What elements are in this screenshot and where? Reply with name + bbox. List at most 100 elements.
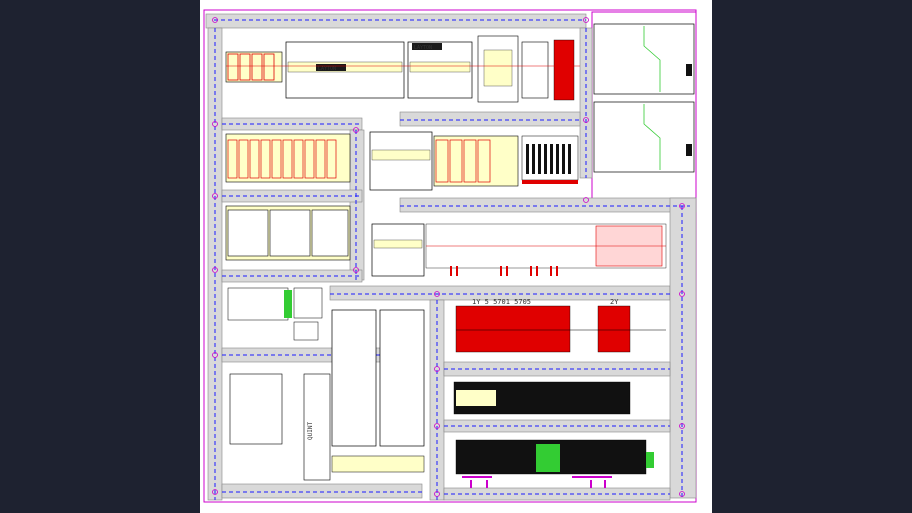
- circuit-breaker-icon: [227, 139, 238, 179]
- circuit-breaker-icon: [227, 53, 239, 81]
- breaker-group: [225, 133, 351, 183]
- lower-right-devices: 1Y 5 5701 5705 2Y: [453, 298, 666, 488]
- terminal-block-red: [455, 305, 571, 353]
- wire-duct-top: [205, 13, 587, 29]
- terminal-marker: [604, 480, 606, 488]
- circuit-breaker-icon: [477, 139, 491, 183]
- terminal-heading: 1Y 5 5701 5705: [472, 298, 531, 306]
- circuit-breaker-icon: [463, 139, 477, 183]
- circuit-breaker-icon: [326, 139, 337, 179]
- panel-trace: [643, 104, 661, 170]
- terminal-block-icon: [521, 41, 549, 99]
- terminal-block-icon: [532, 144, 535, 174]
- breaker-group: [229, 373, 283, 445]
- terminal-green: [284, 290, 292, 318]
- terminal-block-icon: [568, 144, 571, 174]
- top-row-devices: LAYTON LAYTON: [225, 35, 580, 103]
- din-rails: [214, 19, 690, 500]
- terminal-green: [646, 452, 654, 468]
- mounting-hole: [679, 491, 685, 497]
- circuit-breaker-icon: [263, 53, 275, 81]
- terminal-block-icon: [538, 144, 541, 174]
- cabinet-layout-drawing: LAYTON LAYTON: [203, 9, 697, 503]
- terminal-marker: [530, 266, 532, 276]
- terminal-marker: [556, 266, 558, 276]
- circuit-breaker-icon: [260, 139, 271, 179]
- terminal-block-icon: [562, 144, 565, 174]
- power-supply-icon: [331, 309, 377, 447]
- mounting-hole: [583, 117, 589, 123]
- terminal-marker: [470, 480, 472, 488]
- third-row-devices: [225, 205, 667, 277]
- phoenix-logo-box: [316, 64, 346, 71]
- circuit-breaker-icon: [304, 139, 315, 179]
- mounting-hole: [434, 291, 440, 297]
- terminal-green: [536, 444, 560, 472]
- terminal-block-icon: [227, 287, 289, 321]
- terminal-block-icon: [293, 321, 319, 341]
- terminal-marker: [450, 266, 452, 276]
- second-row-devices: [225, 131, 579, 191]
- phoenix-logo-box: [412, 43, 442, 50]
- cad-sheet: LAYTON LAYTON: [200, 0, 712, 513]
- mounting-hole: [434, 423, 440, 429]
- power-supply-label-bar: [371, 149, 431, 161]
- wire-duct-bottom: [221, 483, 423, 499]
- circuit-breaker-icon: [435, 139, 449, 183]
- contactor: [311, 209, 349, 257]
- mounting-hole: [212, 17, 218, 23]
- circuit-breaker-icon: [249, 139, 260, 179]
- power-supply-icon: [371, 223, 425, 277]
- power-supply-icon: [369, 131, 433, 191]
- mounting-hole: [679, 291, 685, 297]
- terminal-block-red: [553, 39, 575, 101]
- psu-vertical-text: QUINT: [307, 422, 314, 440]
- terminal-marker: [550, 266, 552, 276]
- wire-duct-vertical-right: [669, 197, 697, 499]
- power-supply-icon: [303, 373, 331, 481]
- mounting-hole: [353, 127, 359, 133]
- mounting-holes: [212, 17, 685, 497]
- terminal-block-icon: [544, 144, 547, 174]
- terminal-marker: [500, 266, 502, 276]
- wire-duct-row2-right: [399, 111, 581, 127]
- circuit-breaker-icon: [293, 139, 304, 179]
- circuit-breaker-icon: [282, 139, 293, 179]
- terminal-block-icon: [556, 144, 559, 174]
- relay-icon: [293, 287, 323, 319]
- power-supply-label-bar: [373, 239, 423, 249]
- mounting-hole: [583, 17, 589, 23]
- mounting-hole: [434, 491, 440, 497]
- mounting-hole: [212, 193, 218, 199]
- terminal-marker: [456, 266, 458, 276]
- terminal-heading: 2Y: [610, 298, 619, 306]
- power-supply-label-bar: [409, 61, 471, 73]
- circuit-breaker-icon: [251, 53, 263, 81]
- circuit-breaker-icon: [238, 139, 249, 179]
- mounting-hole: [212, 489, 218, 495]
- power-supply-icon: [379, 309, 425, 447]
- terminal-label-strip: [456, 390, 496, 406]
- terminal-marker: [536, 266, 538, 276]
- terminal-marker: [590, 480, 592, 488]
- mounting-hole: [353, 267, 359, 273]
- terminal-marker: [506, 266, 508, 276]
- mounting-hole: [212, 267, 218, 273]
- contactor: [227, 209, 269, 257]
- mounting-hole: [212, 121, 218, 127]
- mounting-hole: [679, 203, 685, 209]
- circuit-breaker-icon: [239, 53, 251, 81]
- terminal-marker: [462, 476, 492, 478]
- wire-duct-vertical-mid: [349, 129, 365, 281]
- contactor: [269, 209, 311, 257]
- label-strip: [331, 455, 425, 473]
- relay-front: [483, 49, 513, 87]
- terminal-block-icon: [526, 144, 529, 174]
- terminal-label-strip: [522, 180, 578, 184]
- breaker-group: [225, 51, 283, 83]
- phoenix-logo-text: LAYTON: [414, 45, 432, 51]
- lower-left-devices: QUINT: [227, 287, 425, 481]
- right-panels: [593, 23, 695, 173]
- mounting-hole: [434, 366, 440, 372]
- circuit-breaker-icon: [315, 139, 326, 179]
